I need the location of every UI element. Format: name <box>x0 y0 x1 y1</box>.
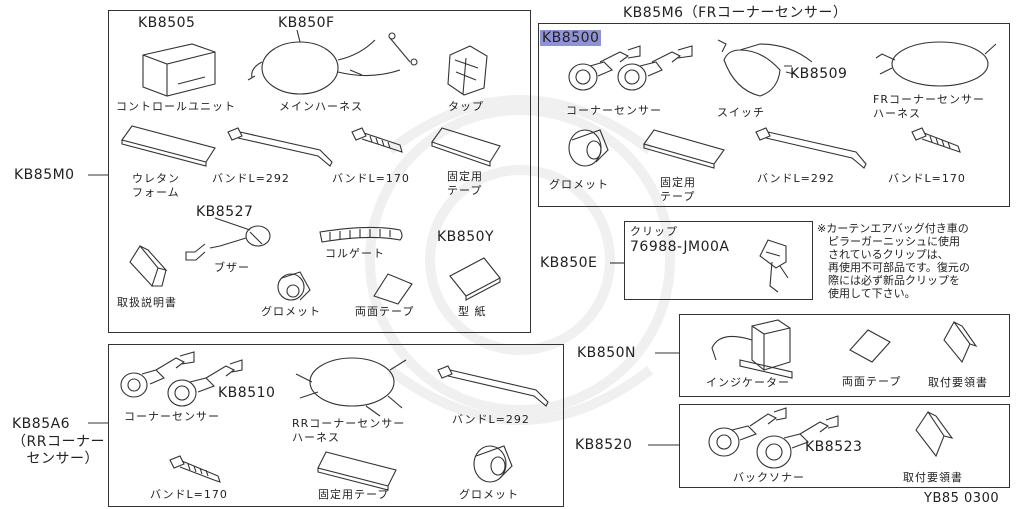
part-name-rr-band-292: バンドL=292 <box>452 413 530 426</box>
rr-sensor-drawing-2 <box>167 379 197 407</box>
part-name-switch: スイッチ <box>717 106 765 119</box>
buzzer-drawing <box>245 225 271 247</box>
kit-label-kb8520: KB8520 <box>575 437 633 453</box>
grommet-drawing <box>277 273 305 301</box>
part-code-fr-corner-sensor: KB8500 <box>540 30 602 46</box>
kb850n-install-guide-drawing <box>943 320 978 364</box>
part-code-template: KB850Y <box>437 229 495 245</box>
kit-box-kb850e-clip <box>624 221 813 300</box>
part-name-back-sonar: バックソナー <box>733 471 805 484</box>
fr-band-170-drawing <box>911 127 961 153</box>
part-name-rr-corner-sensor: コーナーセンサー <box>124 410 220 423</box>
part-name-main-harness: メインハーネス <box>279 100 363 113</box>
template-drawing <box>449 257 501 301</box>
part-name-fr-band-170: バンドL=170 <box>888 172 966 185</box>
clip-note: ※カーテンエアバッグ付き車の ピラーガーニッシュに使用 されているクリップは、 … <box>817 222 970 300</box>
footer-reference: YB85 0300 <box>924 491 1000 506</box>
rr-band-292-drawing <box>437 365 549 407</box>
main-harness-drawing <box>261 41 339 95</box>
part-name-fr-corner-sensor: コーナーセンサー <box>566 104 662 117</box>
kit-box-kb85m0 <box>108 10 531 333</box>
part-name-rr-harness: RRコーナーセンサー ハーネス <box>292 417 406 444</box>
fr-sensor-drawing-2 <box>617 63 647 91</box>
urethane-foam-drawing <box>121 125 216 167</box>
part-name-manual: 取扱説明書 <box>117 296 177 309</box>
clip-part-number: 76988-JM00A <box>630 239 730 255</box>
watermark-emblem <box>365 95 675 425</box>
part-name-buzzer: ブザー <box>214 261 250 274</box>
part-code-rr-corner-sensor: KB8510 <box>218 385 276 401</box>
band-170-drawing <box>351 127 403 153</box>
indicator-drawing <box>711 319 793 379</box>
manual-drawing <box>129 245 168 288</box>
part-name-fr-grommet: グロメット <box>549 178 609 191</box>
clip-drawing <box>759 239 789 293</box>
control-unit-drawing <box>142 43 216 97</box>
part-name-band-170: バンドL=170 <box>332 172 410 185</box>
part-name-double-tape: 両面テープ <box>355 305 415 318</box>
kb850n-double-tape-drawing <box>849 329 891 363</box>
part-name-urethane-foam: ウレタン フォーム <box>132 172 180 199</box>
fr-band-292-drawing <box>755 127 867 169</box>
part-name-fr-harness: FRコーナーセンサー ハーネス <box>873 93 985 120</box>
kit-box-kb85a6 <box>108 344 564 507</box>
part-code-main-harness: KB850F <box>278 15 335 31</box>
part-code-buzzer: KB8527 <box>196 204 254 220</box>
back-sonar-drawing-1 <box>708 427 740 457</box>
part-name-fr-fixing-tape: 固定用 テープ <box>660 176 696 203</box>
fr-sensor-drawing-1 <box>568 63 598 91</box>
switch-drawing <box>723 43 813 97</box>
part-name-rr-fixing-tape: 固定用テープ <box>318 488 390 501</box>
kit-label-kb850n: KB850N <box>577 345 636 361</box>
part-name-kb850n-install-guide: 取付要領書 <box>928 376 988 389</box>
kit-box-kb850n <box>679 314 1010 397</box>
part-name-fr-band-292: バンドL=292 <box>757 172 835 185</box>
part-name-band-292: バンドL=292 <box>212 172 290 185</box>
kit-label-kb850e: KB850E <box>540 255 598 271</box>
part-name-template: 型 紙 <box>458 305 487 318</box>
rr-harness-drawing <box>309 357 395 407</box>
part-name-grommet: グロメット <box>261 305 321 318</box>
clip-title: クリップ <box>630 225 678 238</box>
part-name-control-unit: コントロールユニット <box>116 100 236 113</box>
rr-grommet-drawing <box>473 445 507 483</box>
tap-drawing <box>447 45 488 96</box>
rr-sensor-drawing-1 <box>120 372 148 398</box>
part-code-switch: KB8509 <box>790 66 848 82</box>
band-292-drawing <box>227 127 333 167</box>
part-name-corrugate: コルゲート <box>325 247 385 260</box>
kit-box-kb8520 <box>679 404 1010 488</box>
part-name-kb850n-double-tape: 両面テープ <box>842 375 902 388</box>
double-tape-drawing <box>373 273 413 305</box>
rr-fixing-tape-drawing <box>317 451 397 491</box>
kit-box-kb85m6 <box>538 23 1010 207</box>
kit-label-kb85a6: KB85A6 （RRコーナー センサー） <box>12 416 105 467</box>
part-name-kb8520-install-guide: 取付要領書 <box>903 471 963 484</box>
part-name-rr-band-170: バンドL=170 <box>150 488 228 501</box>
corrugate-drawing <box>319 226 403 243</box>
fr-fixing-tape-drawing <box>643 129 725 169</box>
part-code-back-sonar: KB8523 <box>805 439 863 455</box>
part-name-fixing-tape: 固定用 テープ <box>447 170 483 197</box>
fr-harness-drawing <box>891 41 989 87</box>
back-sonar-drawing-2 <box>756 435 792 469</box>
kb8520-install-guide-drawing <box>915 411 954 458</box>
kit-label-kb85m0: KB85M0 <box>14 167 75 183</box>
part-name-indicator: インジケーター <box>706 376 790 389</box>
kit-label-kb85m6: KB85M6（FRコーナーセンサー） <box>623 5 848 21</box>
part-name-rr-grommet: グロメット <box>459 488 519 501</box>
part-name-tap: タップ <box>448 100 484 113</box>
part-code-control-unit: KB8505 <box>138 15 196 31</box>
fixing-tape-drawing <box>431 127 501 167</box>
